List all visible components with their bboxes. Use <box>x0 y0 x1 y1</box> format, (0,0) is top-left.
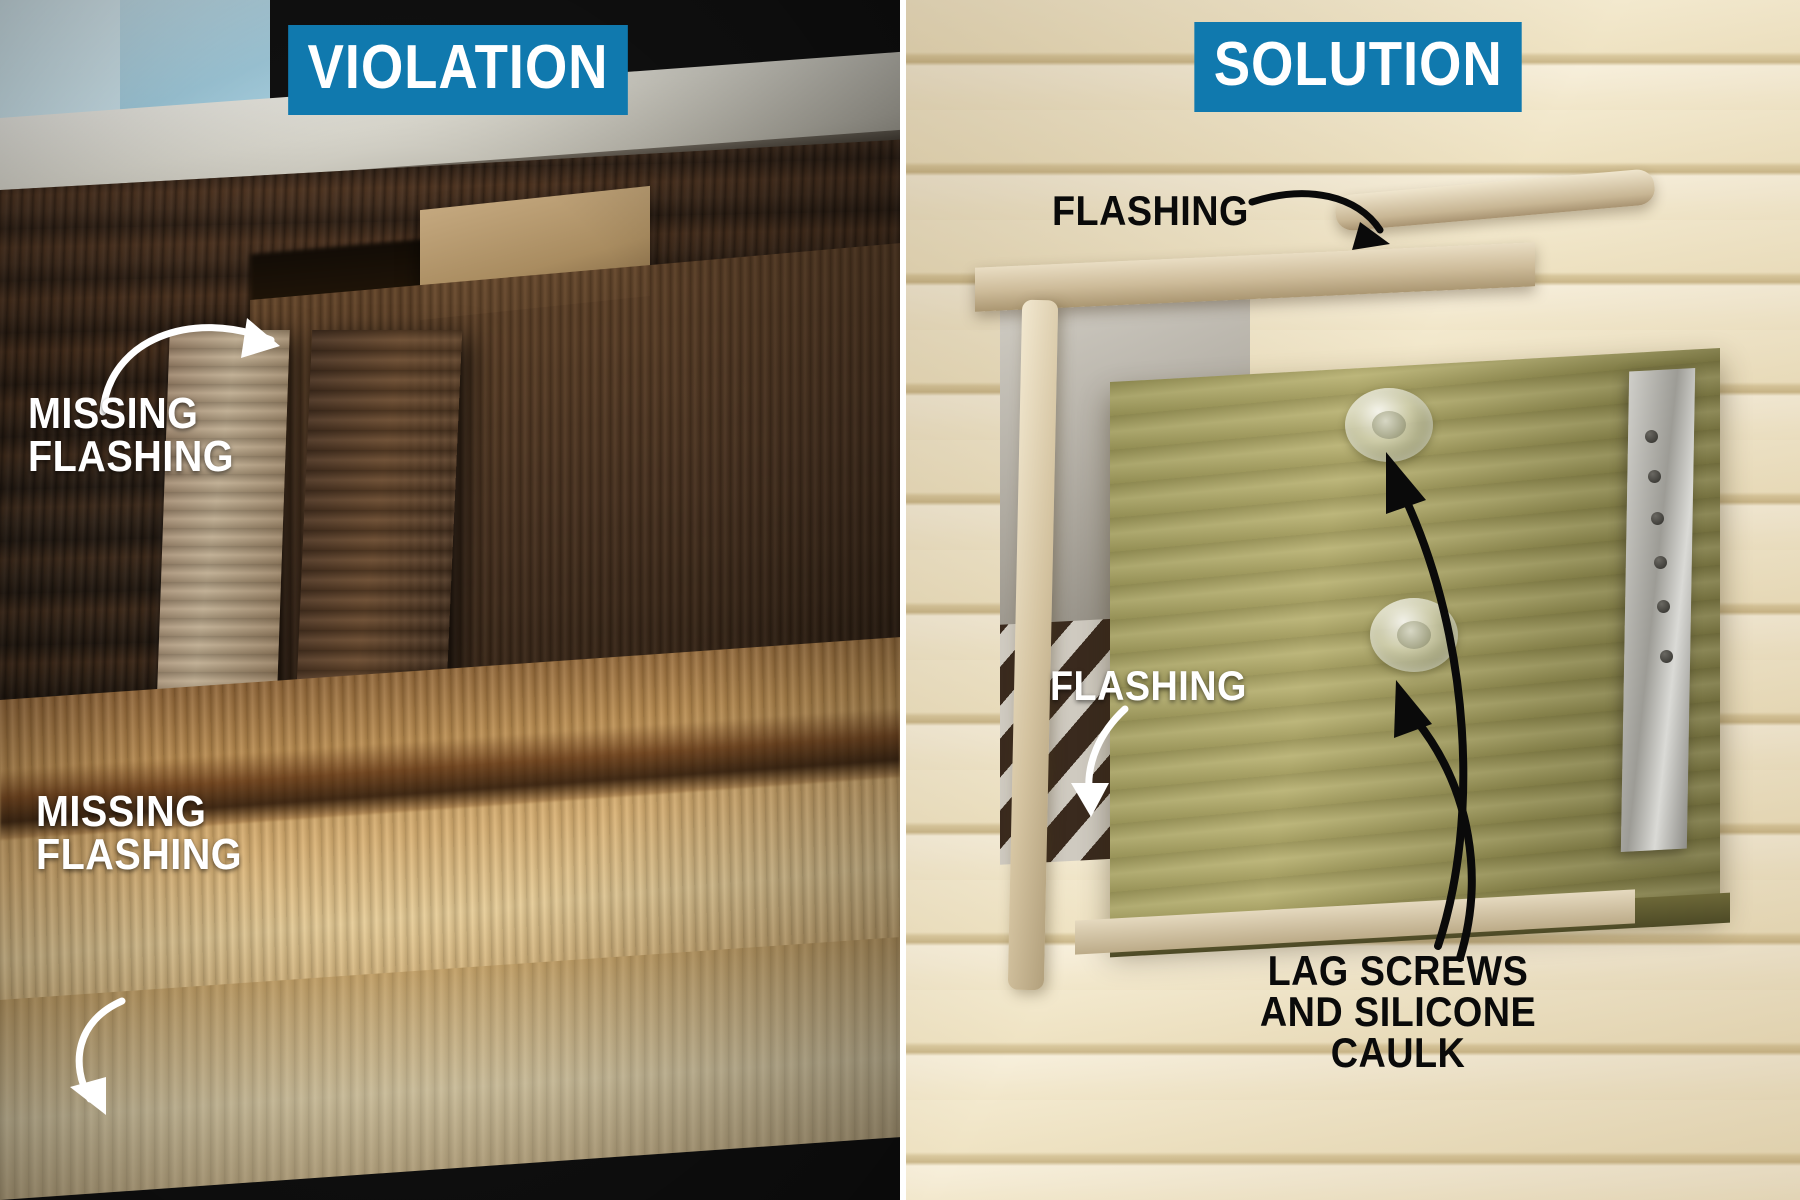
panel-divider <box>900 0 906 1200</box>
lag-screw-head-upper <box>1372 411 1406 439</box>
lag-screw-head-lower <box>1397 621 1431 649</box>
curved-arrow-down-left-icon <box>1071 705 1129 817</box>
solution-scene <box>906 0 1800 1200</box>
label-flashing-top: FLASHING <box>1052 187 1249 234</box>
curved-arrow-right-down-icon <box>1248 190 1390 250</box>
curved-arrow-up-right-icon <box>99 318 280 416</box>
bracket-hole-icon <box>1645 430 1658 443</box>
bracket-hole-icon <box>1654 556 1667 569</box>
label-lag-screws-and-silicone-caulk: LAG SCREWS AND SILICONE CAULK <box>1259 947 1537 1077</box>
bracket-hole-icon <box>1651 512 1664 525</box>
label-flashing-left: FLASHING <box>1050 662 1247 709</box>
banner-solution: SOLUTION <box>1194 22 1522 112</box>
curved-arrow-up-to-upper-screw-icon <box>1386 452 1468 950</box>
bracket-hole-icon <box>1657 600 1670 613</box>
violation-photo <box>0 0 900 1200</box>
label-missing-flashing-bottom: MISSING FLASHING <box>36 787 243 880</box>
panel-violation: VIOLATION MISSING FLASHING MISSING FLASH… <box>0 0 900 1200</box>
curved-arrow-down-icon <box>70 997 126 1115</box>
banner-violation: VIOLATION <box>288 25 628 115</box>
label-missing-flashing-top: MISSING FLASHING <box>28 389 235 482</box>
photo-vignette <box>0 0 900 1200</box>
bracket-hole-icon <box>1648 470 1661 483</box>
curved-arrow-up-to-lower-screw-icon <box>1394 680 1476 962</box>
bracket-hole-icon <box>1660 650 1673 663</box>
